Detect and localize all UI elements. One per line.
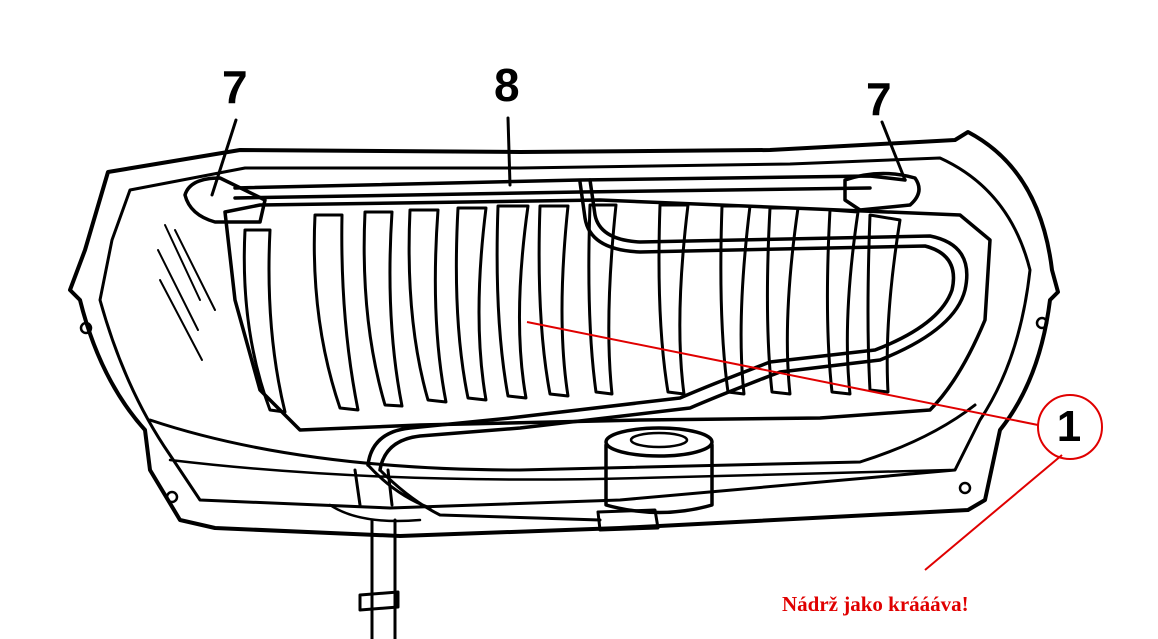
leader-7-right xyxy=(880,120,907,182)
mount-hole xyxy=(165,490,179,504)
fuel-line-to-pump xyxy=(366,463,602,522)
mount-hole xyxy=(1035,316,1049,330)
part-label-7-left: 7 xyxy=(222,61,248,113)
mount-hole xyxy=(79,321,93,335)
filler-neck xyxy=(353,468,397,639)
leader-1 xyxy=(526,321,1039,426)
fuel-pump-body xyxy=(604,443,714,515)
annotation-leader xyxy=(924,454,1063,571)
tank-ribs xyxy=(242,203,902,414)
mount-hole xyxy=(958,481,972,495)
strap-mount-right xyxy=(843,171,921,212)
fuel-pump-clip xyxy=(596,508,660,532)
leader-8 xyxy=(506,116,512,187)
fuel-pump-top xyxy=(604,426,714,458)
tank-left-hatching xyxy=(157,224,216,361)
panel-outline xyxy=(68,130,1060,538)
leader-7-left xyxy=(210,118,238,197)
panel-floor xyxy=(148,403,977,472)
part-label-8: 8 xyxy=(494,59,520,111)
panel-floor-2 xyxy=(168,458,952,481)
panel-inner-rim xyxy=(98,156,1032,510)
strap-mount-left xyxy=(183,176,267,224)
part-label-7-right: 7 xyxy=(866,73,892,125)
fuel-line-lower xyxy=(366,180,956,467)
fuel-line-upper xyxy=(378,178,969,472)
part-label-1: 1 xyxy=(1056,402,1082,451)
tank-strap xyxy=(233,174,907,200)
callout-circle-1 xyxy=(1037,394,1103,460)
filler-clamp xyxy=(358,590,400,612)
annotation-text: Nádrž jako kráááva! xyxy=(782,592,969,616)
